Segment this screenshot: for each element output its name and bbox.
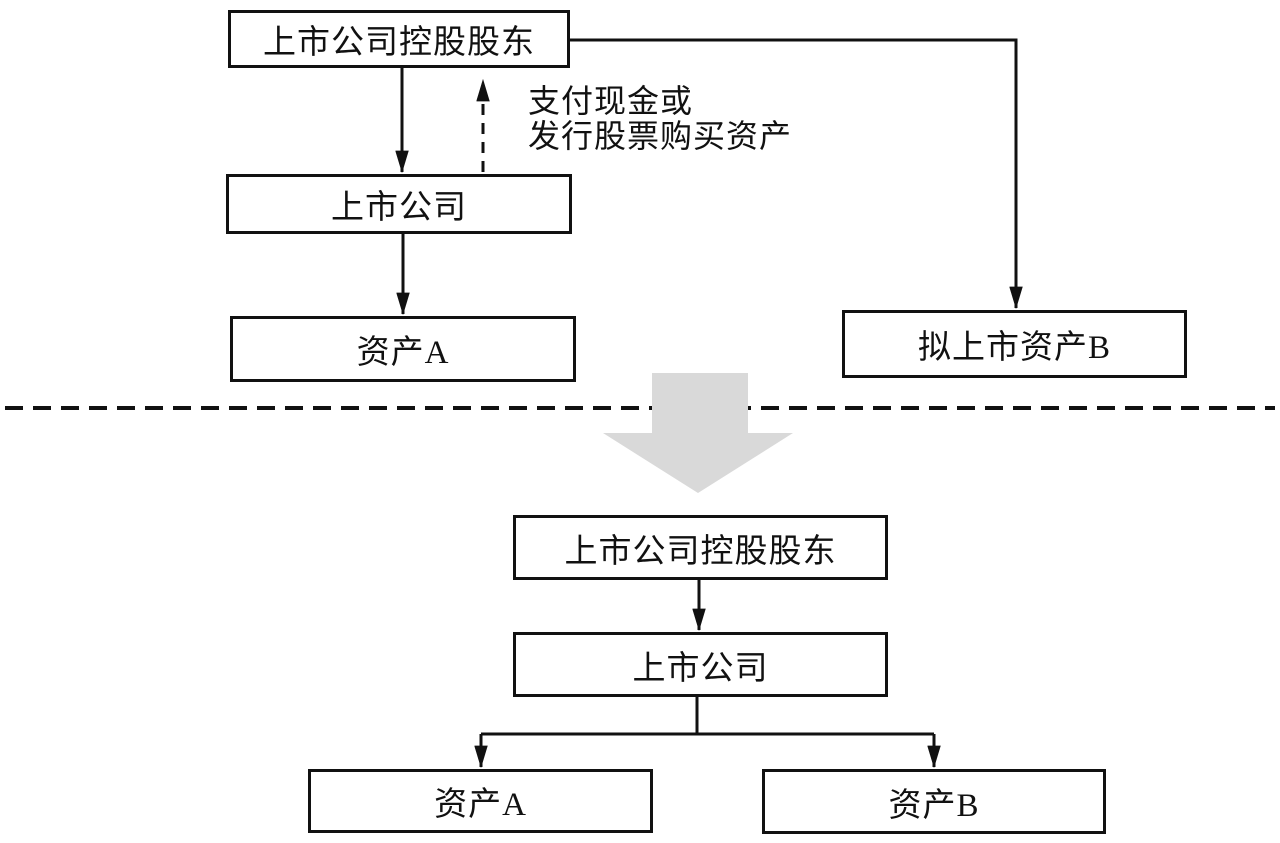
box-asset-b-after: 资产B: [762, 769, 1106, 834]
box-listed-company-before: 上市公司: [226, 174, 572, 234]
box-label: 上市公司: [331, 190, 467, 226]
payment-edge-label: 支付现金或 发行股票购买资产: [528, 84, 792, 154]
branch-connector-trunk: [481, 697, 934, 736]
box-controlling-shareholder-before: 上市公司控股股东: [228, 10, 570, 68]
box-controlling-shareholder-after: 上市公司控股股东: [513, 515, 888, 580]
box-label: 资产A: [434, 787, 527, 823]
box-label: 拟上市资产B: [917, 330, 1111, 366]
box-label: 上市公司: [632, 650, 769, 687]
payment-edge-label-line2: 发行股票购买资产: [528, 118, 793, 154]
payment-edge-label-line1: 支付现金或: [528, 83, 694, 119]
box-label: 资产B: [888, 787, 980, 824]
box-label: 上市公司控股股东: [564, 533, 837, 570]
big-down-arrow: [603, 373, 793, 493]
box-listed-company-after: 上市公司: [513, 632, 888, 697]
box-label: 资产A: [356, 335, 450, 371]
box-label: 上市公司控股股东: [263, 25, 535, 61]
box-asset-a-after: 资产A: [308, 769, 653, 833]
connector-shareholder-to-asset-b: [570, 38, 1023, 310]
box-asset-b-pre-listing: 拟上市资产B: [842, 310, 1187, 378]
box-asset-a-before: 资产A: [230, 316, 576, 382]
